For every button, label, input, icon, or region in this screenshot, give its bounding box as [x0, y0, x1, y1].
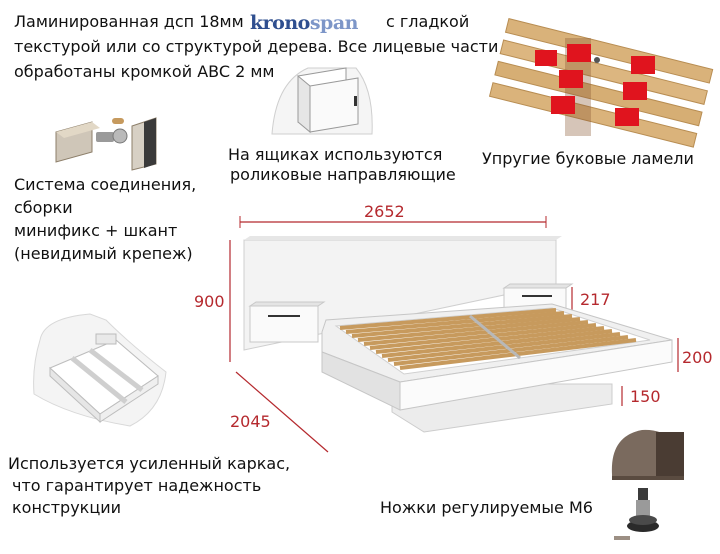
intro-line-2: текстурой или со структурой дерева. Все … — [14, 37, 499, 56]
slats-photo — [488, 18, 714, 148]
frame-caption-2: что гарантирует надежность — [12, 476, 262, 495]
logo-part-2: span — [309, 12, 359, 34]
dim-leg-height-label: 150 — [630, 387, 661, 406]
slats-caption: Упругие буковые ламели — [482, 149, 694, 168]
intro-line-1a: Ламинированная дсп 18мм — [14, 12, 244, 31]
intro-line-1b: с гладкой — [386, 12, 470, 31]
dim-length-label: 2045 — [230, 412, 271, 431]
frame-caption-1: Используется усиленный каркас, — [8, 454, 291, 473]
drawer-caption-1: На ящиках используются — [228, 145, 443, 164]
legs-caption: Ножки регулируемые М6 — [380, 498, 593, 517]
joint-caption-3: минификс + шкант — [14, 221, 178, 240]
joint-caption-2: сборки — [14, 198, 73, 217]
dim-headboard-height-label: 900 — [194, 292, 225, 311]
logo-part-1: krono — [250, 12, 310, 34]
kronospan-logo: kronospan — [250, 12, 358, 34]
dim-width-label: 2652 — [364, 202, 405, 221]
frame-caption-3: конструкции — [12, 498, 122, 517]
dim-bed-height-label: 200 — [682, 348, 713, 367]
drawer-caption-2: роликовые направляющие — [230, 165, 456, 184]
drawer-illustration — [271, 67, 373, 135]
frame-illustration — [33, 313, 167, 427]
legs-photo — [611, 429, 684, 540]
intro-line-3: обработаны кромкой ABC 2 мм — [14, 62, 275, 81]
joint-hardware-photo — [55, 117, 157, 171]
joint-caption-1: Система соединения, — [14, 175, 197, 194]
joint-caption-4: (невидимый крепеж) — [14, 244, 193, 263]
dim-nightstand-height-label: 217 — [580, 290, 611, 309]
